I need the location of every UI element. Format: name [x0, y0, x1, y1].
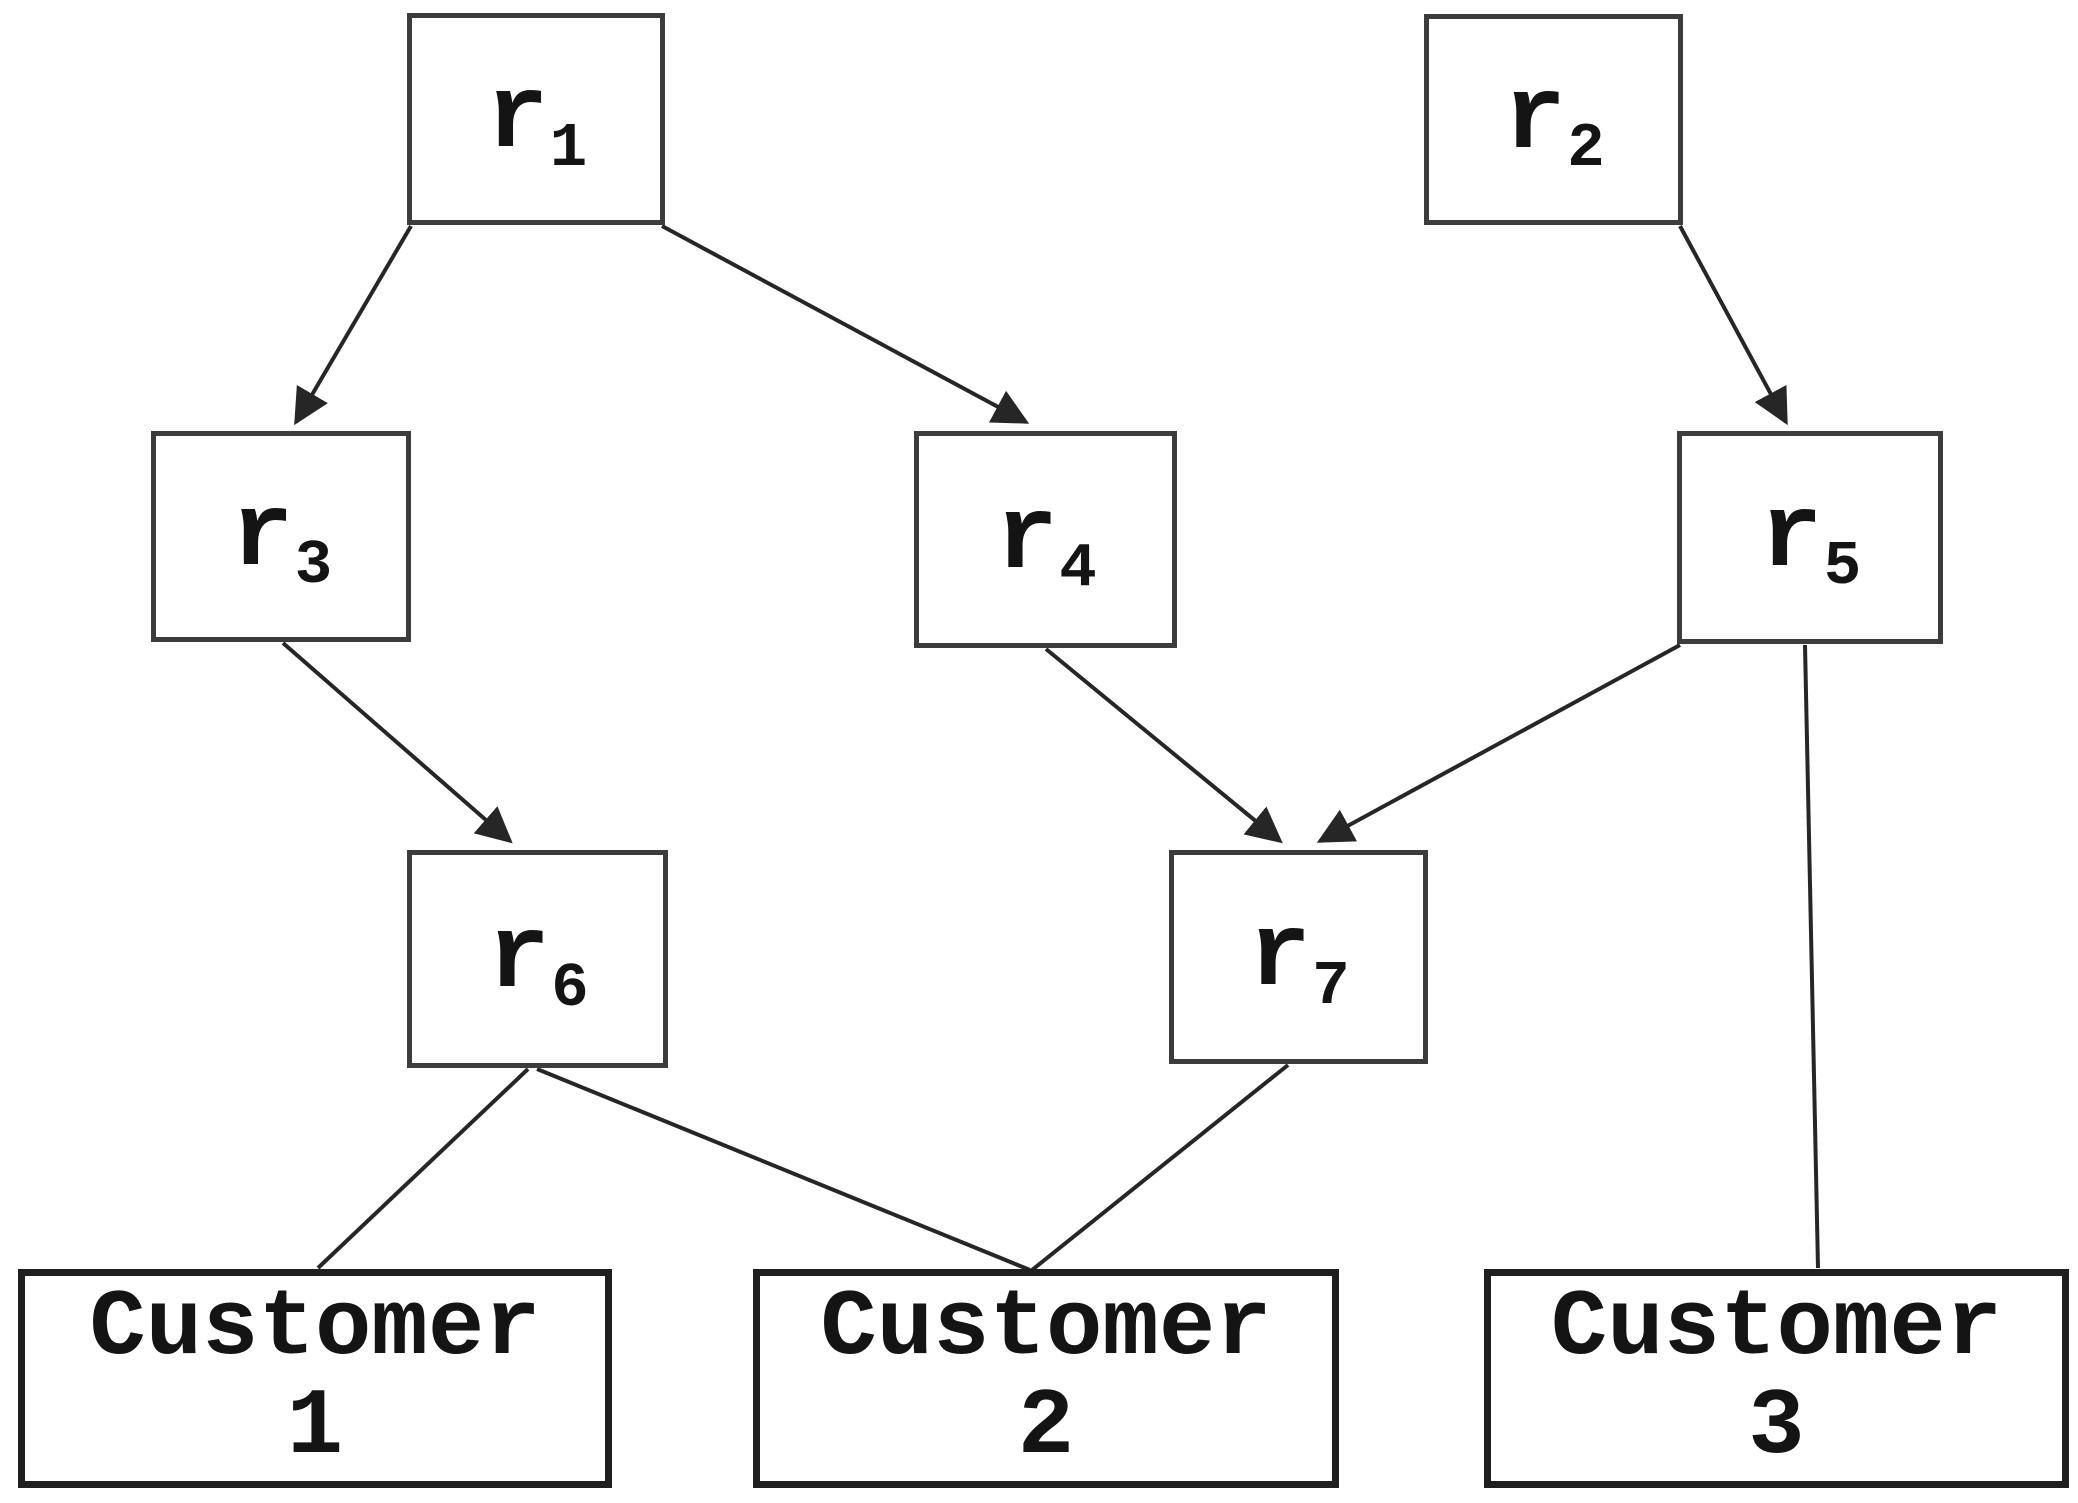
edge-r4-r7: [1044, 647, 1283, 844]
edge-r3-r6: [281, 641, 513, 844]
node-customer1-label-line1: Customer: [89, 1275, 541, 1382]
node-r5: r5: [1677, 431, 1943, 644]
node-r5-label: r5: [1760, 478, 1862, 603]
edge-r5-customer3: [1803, 644, 1820, 1269]
node-r1-subscript: 1: [549, 112, 588, 184]
edge-r6-customer2: [536, 1067, 1031, 1272]
node-r1: r1: [407, 13, 665, 225]
node-customer3: Customer 3: [1484, 1269, 2069, 1488]
node-r7-label: r7: [1248, 898, 1350, 1022]
node-r3-subscript: 3: [294, 530, 333, 602]
node-customer2: Customer 2: [753, 1269, 1339, 1488]
edge-r1-r4: [661, 224, 1030, 424]
node-r4-subscript: 4: [1059, 533, 1097, 605]
edge-r2-r5: [1678, 225, 1788, 426]
node-r6-subscript: 6: [551, 952, 589, 1024]
node-r3-label: r3: [231, 477, 333, 602]
node-r4: r4: [914, 431, 1177, 648]
node-customer1: Customer 1: [18, 1269, 612, 1488]
edge-r7-customer2: [1030, 1063, 1290, 1272]
node-r3: r3: [151, 431, 411, 642]
node-r6-label: r6: [487, 900, 589, 1024]
edge-r5-r7: [1316, 643, 1681, 843]
node-r7: r7: [1169, 850, 1428, 1064]
node-r1-label: r1: [486, 60, 588, 184]
node-r6: r6: [407, 850, 668, 1068]
node-r2-label: r2: [1503, 60, 1605, 185]
edge-r6-customer1: [316, 1067, 530, 1270]
node-customer1-label-line2: 1: [286, 1374, 344, 1481]
node-r5-subscript: 5: [1823, 531, 1862, 603]
node-r2-subscript: 2: [1567, 113, 1605, 185]
node-customer3-label-line1: Customer: [1550, 1275, 2003, 1382]
node-r2: r2: [1424, 14, 1683, 225]
edge-r1-r3: [294, 224, 413, 426]
node-customer2-label-line2: 2: [1017, 1374, 1075, 1481]
node-customer3-label-line2: 3: [1748, 1374, 1805, 1481]
node-r7-subscript: 7: [1312, 950, 1350, 1022]
node-r4-label: r4: [995, 480, 1097, 605]
node-customer2-label-line1: Customer: [820, 1275, 1272, 1382]
